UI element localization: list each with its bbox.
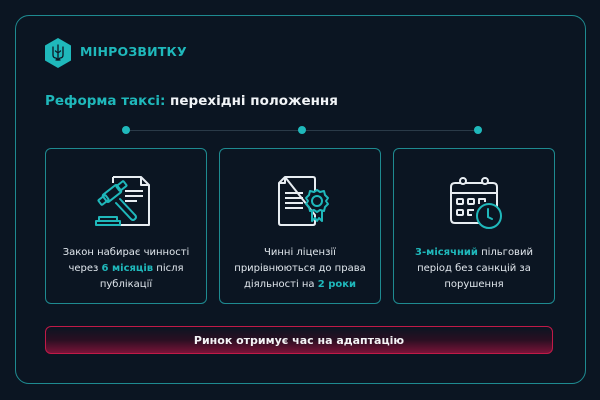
calendar-clock-icon <box>450 177 502 229</box>
timeline-dot-3 <box>474 126 482 134</box>
summary-banner: Ринок отримує час на адаптацію <box>45 326 553 354</box>
card-text: Закон набирає чинності через 6 місяців п… <box>52 245 200 293</box>
certificate-document-icon <box>278 176 329 226</box>
card-grace-period: 3-місячний пільговий період без санкцій … <box>393 148 555 304</box>
timeline-dot-2 <box>298 126 306 134</box>
card-text: 3-місячний пільговий період без санкцій … <box>400 245 548 293</box>
page-title: Реформа таксі: перехідні положення <box>45 93 338 109</box>
card-text-after: після публікації <box>99 263 184 290</box>
card-highlight: 6 місяців <box>101 263 154 274</box>
trident-hexagon-icon <box>45 38 71 68</box>
card-law-effective: Закон набирає чинності через 6 місяців п… <box>45 148 207 304</box>
timeline <box>120 125 485 135</box>
content-frame <box>15 15 586 384</box>
card-text-before: Чинні ліцензії прирівнюються до права ді… <box>234 247 366 290</box>
brand-name: МІНРОЗВИТКУ <box>80 44 187 59</box>
banner-label: Ринок отримує час на адаптацію <box>193 333 405 347</box>
title-accent: Реформа таксі: <box>45 93 166 109</box>
card-text: Чинні ліцензії прирівнюються до права ді… <box>226 245 374 293</box>
card-text-before: Закон набирає чинності через <box>62 247 190 274</box>
title-rest: перехідні положення <box>165 93 338 109</box>
card-highlight: 3-місячний <box>415 247 478 258</box>
card-highlight: 2 роки <box>317 279 357 290</box>
card-text-after: пільговий період без санкцій за порушенн… <box>417 247 533 290</box>
timeline-dot-1 <box>122 126 130 134</box>
card-licenses: Чинні ліцензії прирівнюються до права ді… <box>219 148 381 304</box>
gavel-document-icon <box>95 176 150 226</box>
